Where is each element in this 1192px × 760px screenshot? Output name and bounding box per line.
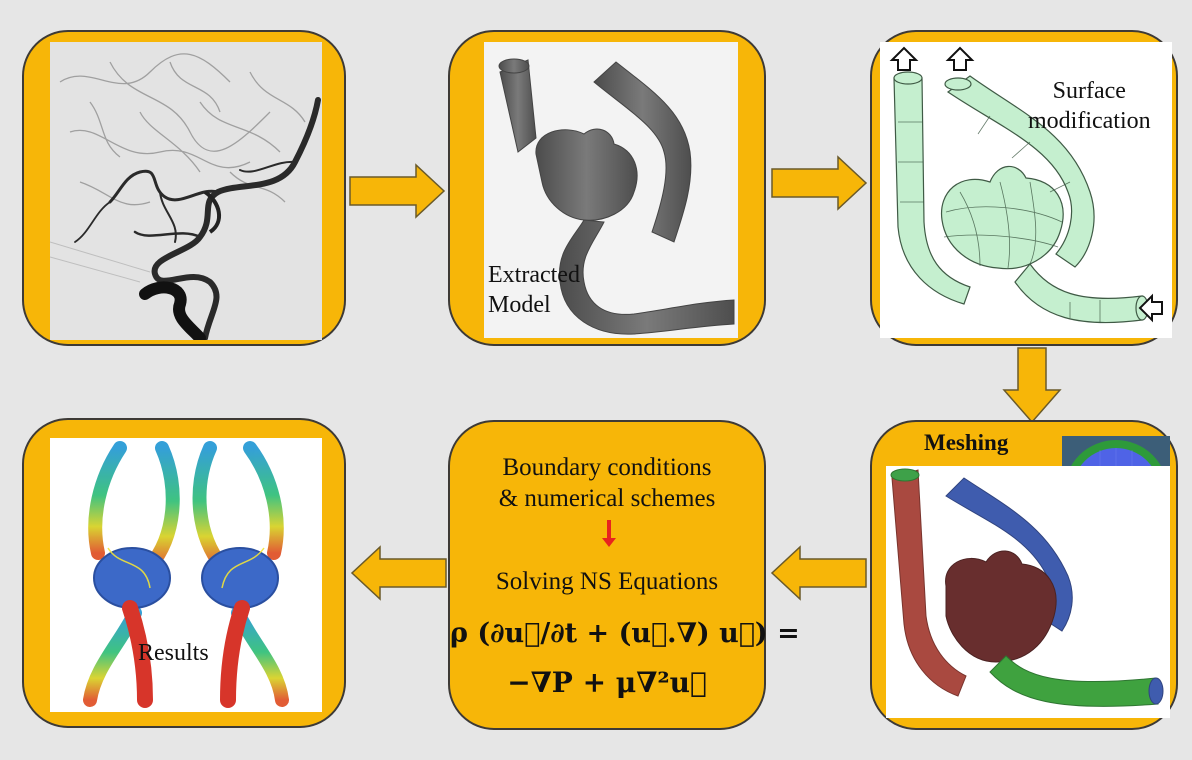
- flow-arrow-down-icon: [1000, 346, 1064, 426]
- inlet-arrow-icon-2: [948, 48, 972, 70]
- flow-arrow-left-icon-2: [768, 545, 868, 601]
- angiogram-image: [50, 42, 322, 340]
- meshed-geometry-image: [886, 466, 1170, 718]
- surface-modification-image: Surface modification: [880, 42, 1172, 338]
- solver-line-1: Boundary conditions: [450, 452, 764, 483]
- angiogram-panel: [22, 30, 346, 346]
- solver-panel: Boundary conditions & numerical schemes …: [448, 420, 766, 730]
- inlet-arrow-icon: [892, 48, 916, 70]
- solver-line-3: Solving NS Equations: [450, 566, 764, 597]
- results-label: Results: [138, 638, 209, 668]
- surface-modification-panel: Surface modification: [870, 30, 1178, 346]
- results-image: Results: [50, 438, 322, 712]
- flow-arrow-left-icon: [348, 545, 448, 601]
- red-down-arrow-icon: [601, 520, 617, 548]
- meshing-panel: Meshing: [870, 420, 1178, 730]
- extracted-model-label: Extracted Model: [488, 260, 580, 320]
- flow-arrow-right-icon: [348, 163, 448, 219]
- results-panel: Results: [22, 418, 346, 728]
- surface-modification-label: Surface modification: [1028, 76, 1151, 136]
- extracted-model-panel: Extracted Model: [448, 30, 766, 346]
- flow-arrow-right-icon-2: [770, 155, 870, 211]
- ns-equation-line-2: −∇P + μ∇²u⃗: [450, 666, 764, 699]
- ns-equation-line-1: ρ (∂u⃗/∂t + (u⃗.∇) u⃗) =: [450, 618, 764, 649]
- extracted-model-image: Extracted Model: [484, 42, 738, 338]
- meshing-label: Meshing: [924, 428, 1008, 458]
- solver-line-2: & numerical schemes: [450, 483, 764, 514]
